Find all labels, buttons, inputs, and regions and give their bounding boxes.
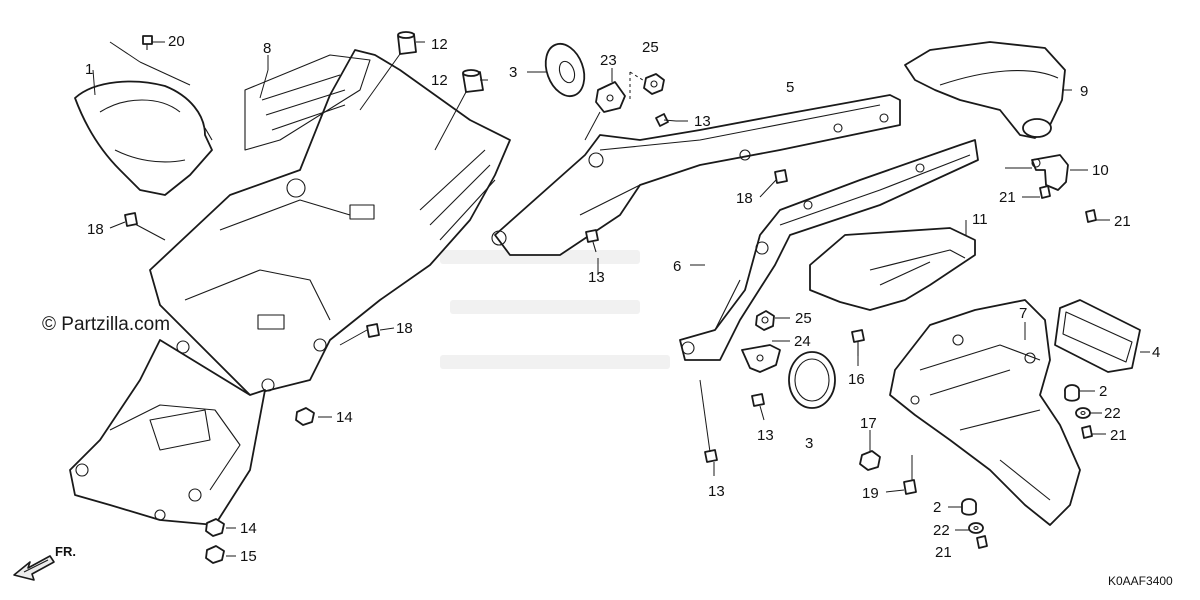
callout-3-upper: 3 [509, 64, 517, 81]
background-watermark-ghost [440, 250, 670, 369]
callout-2-lower: 2 [933, 499, 941, 516]
part-13-bolt-lower [704, 449, 718, 463]
part-21-screw-a [1039, 185, 1051, 199]
callout-4: 4 [1152, 344, 1160, 361]
callout-16: 16 [848, 371, 865, 388]
part-10-clamp [1031, 154, 1069, 191]
part-15-nut [205, 545, 225, 564]
callout-17: 17 [860, 415, 877, 432]
part-4-reflector [1054, 299, 1141, 373]
callout-13-right: 13 [757, 427, 774, 444]
front-arrow-icon [13, 555, 55, 581]
part-18-clip-b [774, 169, 788, 184]
callout-10: 10 [1092, 162, 1109, 179]
part-1-inner-cover [74, 80, 213, 196]
part-3-grommet-upper [544, 42, 586, 98]
part-7-license-bracket [889, 299, 1081, 526]
part-14-nut-b [205, 518, 225, 537]
callout-20: 20 [168, 33, 185, 50]
callout-13-lower: 13 [708, 483, 725, 500]
callout-18-c: 18 [396, 320, 413, 337]
part-21-screw-d [976, 535, 988, 549]
part-18-clip-c [366, 323, 380, 338]
callout-25-upper: 25 [642, 39, 659, 56]
callout-15: 15 [240, 548, 257, 565]
callout-1: 1 [85, 61, 93, 78]
callout-8: 8 [263, 40, 271, 57]
part-13-bolt-upper [655, 113, 677, 127]
callout-21-b: 21 [1114, 213, 1131, 230]
lower-fender-extension [69, 339, 266, 526]
part-20-screw [142, 35, 153, 50]
callout-18-a: 18 [87, 221, 104, 238]
callout-14-a: 14 [336, 409, 353, 426]
callout-2-upper: 2 [1099, 383, 1107, 400]
callout-9: 9 [1080, 83, 1088, 100]
part-17-nut [859, 450, 881, 471]
callout-7: 7 [1019, 305, 1027, 322]
part-21-screw-b [1085, 209, 1097, 223]
part-25-nut-upper [643, 73, 665, 95]
callout-21-a: 21 [999, 189, 1016, 206]
part-25-nut-lower [755, 310, 775, 331]
callout-22-upper: 22 [1104, 405, 1121, 422]
callout-21-c: 21 [1110, 427, 1127, 444]
callout-13-upper: 13 [694, 113, 711, 130]
part-12-collar-upper [397, 31, 417, 55]
callout-21-d: 21 [935, 544, 952, 561]
part-3-grommet-lower [788, 351, 836, 409]
part-13-bolt-right [751, 393, 765, 407]
part-9-cover [904, 41, 1066, 139]
part-18-clip-a [124, 212, 138, 227]
part-2-grommet-upper [1064, 384, 1080, 402]
part-14-nut-a [295, 407, 315, 426]
callout-22-lower: 22 [933, 522, 950, 539]
callout-11: 11 [972, 211, 988, 228]
callout-19: 19 [862, 485, 879, 502]
part-21-screw-c [1081, 425, 1093, 439]
callout-24: 24 [794, 333, 811, 350]
callout-12-upper: 12 [431, 36, 448, 53]
part-16-bolt [851, 329, 865, 356]
part-13-bolt-mid [585, 229, 599, 253]
front-direction-label: FR. [55, 544, 76, 559]
part-11-cover [809, 227, 976, 311]
callout-25-lower: 25 [795, 310, 812, 327]
part-19-bolt [903, 479, 917, 495]
callout-5: 5 [786, 79, 794, 96]
part-24-stay [741, 344, 781, 373]
callout-23: 23 [600, 52, 617, 69]
partzilla-watermark: © Partzilla.com [42, 314, 170, 335]
callout-13-mid: 13 [588, 269, 605, 286]
part-12-collar-lower [462, 69, 484, 93]
part-8-rear-fender [149, 49, 511, 396]
part-2-grommet-lower [961, 498, 977, 516]
callout-14-b: 14 [240, 520, 257, 537]
front-direction-indicator: FR. [13, 544, 76, 581]
part-22-washer-lower [968, 522, 984, 534]
part-6-rail [679, 139, 979, 361]
callout-3-lower: 3 [805, 435, 813, 452]
part-23-bracket [595, 81, 626, 113]
callout-12-lower: 12 [431, 72, 448, 89]
callout-6: 6 [673, 258, 681, 275]
part-22-washer-upper [1075, 407, 1091, 419]
leader-lines [92, 41, 1150, 557]
callout-labels: 1 20 8 12 12 3 23 25 13 5 9 10 21 21 18 … [85, 33, 1160, 565]
callout-18-b: 18 [736, 190, 753, 207]
diagram-code: K0AAF3400 [1108, 574, 1173, 588]
